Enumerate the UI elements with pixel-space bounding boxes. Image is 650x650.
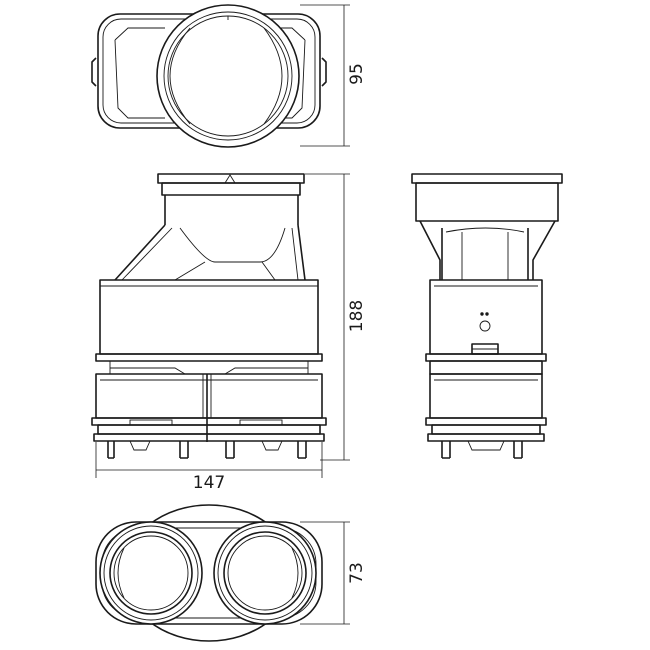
bottom-left-port [99,521,203,625]
bottom-right-port [213,521,317,625]
dimension-95: 95 [300,4,367,147]
front-view [91,173,327,459]
dimension-label-188: 188 [347,300,367,332]
top-view [91,4,327,148]
dimension-188: 188 [305,173,367,461]
dimension-label-95: 95 [347,63,367,85]
dimension-label-147: 147 [193,473,225,493]
dimension-label-73: 73 [347,562,367,584]
dimension-147: 147 [95,442,323,493]
bottom-view [95,504,323,642]
dimension-73: 73 [300,521,367,625]
side-view [411,173,563,459]
